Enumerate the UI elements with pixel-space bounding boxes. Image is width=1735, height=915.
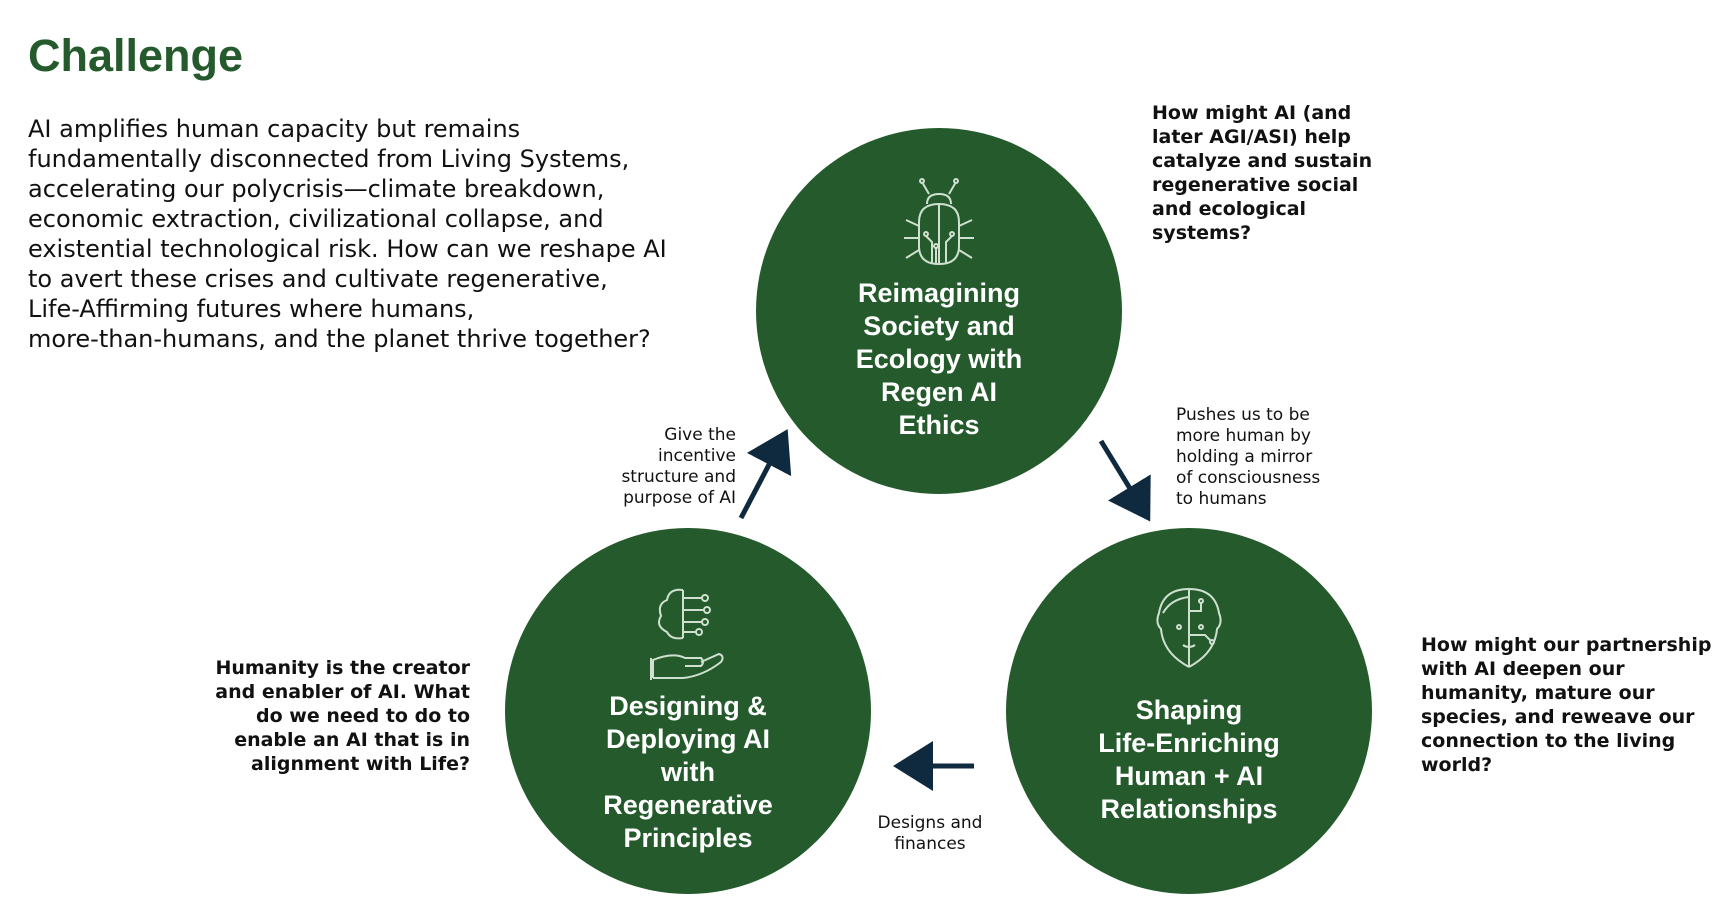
question-line: regenerative social	[1152, 174, 1359, 196]
question-line: later AGI/ASI) help	[1152, 126, 1351, 148]
question-line: enable an AI that is in	[234, 729, 470, 751]
intro-line: to avert these crises and cultivate rege…	[28, 265, 608, 293]
label-line: Society and	[863, 311, 1015, 341]
note-line: holding a mirror	[1176, 447, 1313, 467]
intro-line: more-than-humans, and the planet thrive …	[28, 325, 651, 353]
question-line: How might our partnership	[1421, 634, 1712, 656]
intro-line: existential technological risk. How can …	[28, 235, 667, 263]
label-line: Principles	[623, 823, 753, 853]
question-right: How might our partnership with AI deepen…	[1421, 633, 1711, 777]
hand-brain-circuit-icon	[650, 588, 724, 680]
note-line: incentive	[658, 446, 736, 466]
question-line: catalyze and sustain	[1152, 150, 1373, 172]
label-line: Ecology with	[855, 344, 1023, 374]
label-line: Regenerative	[603, 790, 773, 820]
question-line: species, and reweave our	[1421, 706, 1695, 728]
label-line: Deploying AI	[605, 724, 770, 754]
question-line: and ecological	[1152, 198, 1307, 220]
question-line: connection to the living	[1421, 730, 1676, 752]
intro-line: economic extraction, civilizational coll…	[28, 205, 604, 233]
intro-line: Life-Affirming futures where humans,	[28, 295, 475, 323]
note-line: Pushes us to be	[1176, 405, 1310, 425]
note-right-to-left: Designs and finances	[850, 813, 1010, 855]
label-line: Reimagining	[857, 278, 1020, 308]
question-line: and enabler of AI. What	[215, 681, 470, 703]
label-line: Shaping	[1135, 695, 1243, 725]
human-ai-face-icon	[1156, 588, 1222, 668]
question-line: Humanity is the creator	[215, 657, 470, 679]
intro-line: AI amplifies human capacity but remains	[28, 115, 521, 143]
note-line: Give the	[664, 425, 736, 445]
intro-line: accelerating our polycrisis—climate brea…	[28, 175, 605, 203]
question-line: alignment with Life?	[251, 753, 470, 775]
label-line: Life-Enriching	[1098, 728, 1280, 758]
label-line: with	[661, 757, 715, 787]
question-line: systems?	[1152, 222, 1252, 244]
circuit-bug-icon	[904, 178, 974, 266]
circle-designing-deploying-ai: Designing & Deploying AI with Regenerati…	[505, 528, 871, 894]
question-line: humanity, mature our	[1421, 682, 1655, 704]
arrow-top-to-right	[1098, 439, 1151, 522]
label-line: Human + AI	[1114, 761, 1264, 791]
note-left-to-top: Give the incentive structure and purpose…	[560, 425, 736, 509]
question-line: with AI deepen our	[1421, 658, 1625, 680]
note-line: more human by	[1176, 426, 1311, 446]
note-line: purpose of AI	[623, 488, 736, 508]
label-line: Regen AI	[880, 377, 997, 407]
circle-label: Shaping Life-Enriching Human + AI Relati…	[1006, 694, 1372, 826]
intro-line: fundamentally disconnected from Living S…	[28, 145, 630, 173]
circle-reimagining-society: Reimagining Society and Ecology with Reg…	[756, 128, 1122, 494]
note-line: Designs and	[877, 813, 983, 833]
note-line: structure and	[621, 467, 736, 487]
note-line: finances	[894, 834, 966, 854]
question-top: How might AI (and later AGI/ASI) help ca…	[1152, 101, 1372, 245]
note-line: to humans	[1176, 489, 1267, 509]
label-line: Designing &	[609, 691, 767, 721]
question-line: do we need to do to	[256, 705, 470, 727]
note-line: of consciousness	[1176, 468, 1321, 488]
arrow-left-to-top	[738, 429, 792, 520]
question-left: Humanity is the creator and enabler of A…	[140, 656, 470, 776]
label-line: Ethics	[898, 410, 980, 440]
circle-label: Reimagining Society and Ecology with Reg…	[756, 277, 1122, 442]
circle-label: Designing & Deploying AI with Regenerati…	[505, 690, 871, 855]
circle-shaping-relationships: Shaping Life-Enriching Human + AI Relati…	[1006, 528, 1372, 894]
question-line: How might AI (and	[1152, 102, 1352, 124]
note-top-to-right: Pushes us to be more human by holding a …	[1176, 405, 1320, 510]
page-title: Challenge	[28, 30, 244, 81]
question-line: world?	[1421, 754, 1493, 776]
label-line: Relationships	[1100, 794, 1278, 824]
challenge-intro: AI amplifies human capacity but remains …	[28, 114, 718, 354]
